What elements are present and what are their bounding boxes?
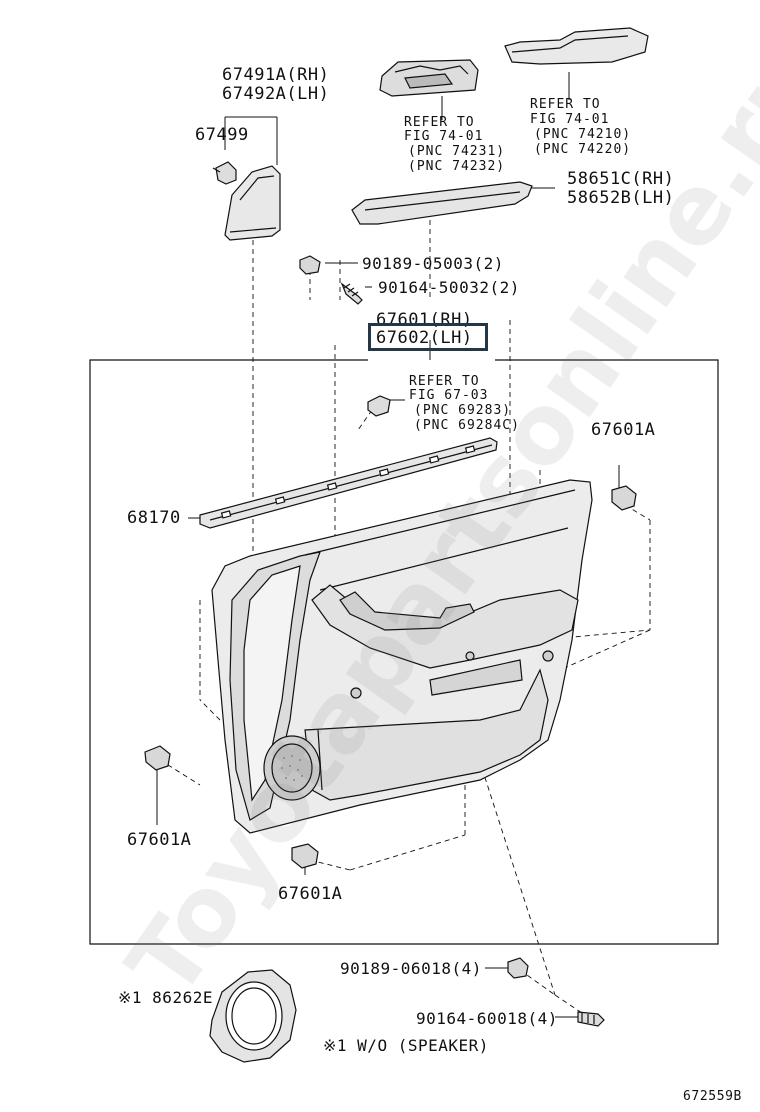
refer-c-line4: (PNC 69284C) — [414, 418, 520, 433]
highlight-67602 — [368, 323, 488, 351]
clip-67499 — [215, 161, 237, 185]
clip-90189-06018 — [507, 957, 529, 979]
label-58652b: 58652B(LH) — [567, 188, 675, 208]
refer-b-line1: REFER TO — [530, 97, 601, 112]
refer-a-line3: (PNC 74231) — [408, 144, 506, 159]
refer-c-line2: FIG 67-03 — [409, 388, 489, 403]
label-90189-06018: 90189-06018(4) — [340, 959, 482, 978]
refer-b-line2: FIG 74-01 — [530, 112, 610, 127]
clip-90189-05003 — [299, 255, 321, 275]
refer-a-line4: (PNC 74232) — [408, 159, 506, 174]
label-67601a-bottom: 67601A — [278, 884, 343, 904]
label-90164-50032: 90164-50032(2) — [378, 278, 520, 297]
leader-lines — [156, 72, 620, 1018]
label-67491a: 67491A(RH) — [222, 65, 330, 85]
refer-a-line1: REFER TO — [404, 115, 475, 130]
speaker-note: ※1 W/O (SPEAKER) — [323, 1036, 489, 1055]
label-68170: 68170 — [127, 508, 181, 528]
label-67601a-left: 67601A — [127, 830, 192, 850]
label-67602: 67602(LH) — [376, 328, 473, 348]
screw-90164-60018 — [577, 1011, 605, 1027]
refer-c-line3: (PNC 69283) — [414, 403, 512, 418]
clip-67601a-right — [611, 485, 637, 511]
label-67492a: 67492A(LH) — [222, 84, 330, 104]
label-67601a-right: 67601A — [591, 420, 656, 440]
trim-clips — [144, 485, 637, 869]
armrest-base — [504, 27, 649, 65]
corner-cover — [224, 165, 281, 241]
clip-refer-67-03 — [367, 395, 391, 417]
refer-c-line1: REFER TO — [409, 374, 480, 389]
label-58651c: 58651C(RH) — [567, 169, 675, 189]
clip-67601a-bottom — [291, 843, 319, 869]
label-90189-05003: 90189-05003(2) — [362, 254, 504, 273]
refer-a-line2: FIG 74-01 — [404, 129, 484, 144]
refer-b-line4: (PNC 74220) — [534, 142, 632, 157]
clip-67601a-left — [144, 745, 171, 771]
label-90164-60018: 90164-60018(4) — [416, 1009, 558, 1028]
refer-b-line3: (PNC 74210) — [534, 127, 632, 142]
diagram-id: 672559B — [683, 1089, 742, 1104]
armrest-panel — [351, 181, 533, 225]
assembly-frame — [89, 359, 719, 945]
label-86262e: ※1 86262E — [118, 988, 213, 1007]
label-67499: 67499 — [195, 125, 249, 145]
